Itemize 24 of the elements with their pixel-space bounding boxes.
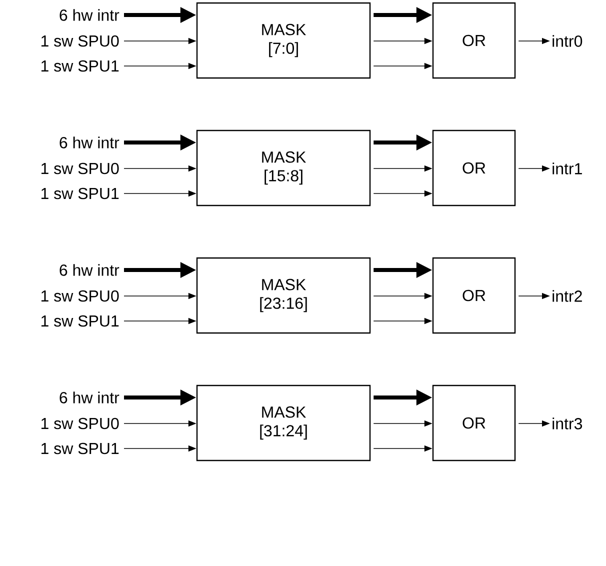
signal-label: 1 sw SPU0 (41, 418, 119, 430)
output-label: intr0 (552, 35, 582, 47)
or-gate-box: OR (432, 130, 516, 206)
signal-label: 1 sw SPU1 (41, 315, 119, 327)
mask-box: MASK [31:24] (196, 384, 371, 462)
signal-label: 6 hw intr (60, 9, 120, 21)
or-gate-box: OR (432, 384, 516, 462)
signal-label: 1 sw SPU0 (41, 290, 119, 302)
signal-label: 6 hw intr (60, 264, 120, 276)
output-label: intr2 (552, 290, 582, 302)
signal-label: 6 hw intr (60, 392, 120, 404)
mask-box: MASK [15:8] (196, 130, 371, 206)
signal-label: 1 sw SPU0 (41, 162, 119, 174)
output-label: intr1 (552, 162, 582, 174)
signal-label: 1 sw SPU0 (41, 35, 119, 47)
or-gate-box: OR (432, 257, 516, 334)
signal-label: 1 sw SPU1 (41, 442, 119, 454)
mask-box: MASK [7:0] (196, 2, 371, 79)
signal-label: 1 sw SPU1 (41, 60, 119, 72)
or-gate-box: OR (432, 2, 516, 79)
output-label: intr3 (552, 418, 582, 430)
signal-label: 1 sw SPU1 (41, 188, 119, 200)
signal-label: 6 hw intr (60, 136, 120, 148)
mask-box: MASK [23:16] (196, 257, 371, 334)
